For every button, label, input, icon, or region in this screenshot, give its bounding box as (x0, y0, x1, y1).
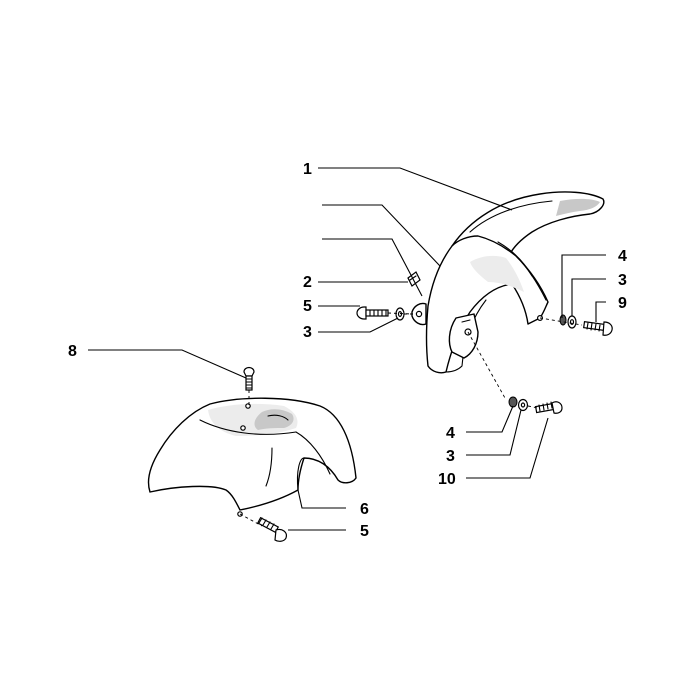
callout-3-upper-left: 3 (303, 324, 312, 341)
callout-5-upper: 5 (303, 298, 312, 315)
callout-5-lower: 5 (360, 523, 369, 540)
callout-6: 6 (360, 501, 369, 518)
screw-part-5-upper (356, 306, 389, 320)
front-mudguard-part (407, 191, 605, 374)
screw-part-8 (243, 366, 255, 391)
inner-mudguard-part-6 (147, 397, 357, 517)
callout-3-lower: 3 (446, 448, 455, 465)
screw-part-9 (583, 320, 613, 336)
clip-nut-part-2 (407, 271, 421, 287)
callout-8: 8 (68, 343, 77, 360)
mudguard-hole-top (245, 403, 251, 409)
callout-3-upper-right: 3 (618, 272, 627, 289)
washer-part-4-upper-right (559, 314, 567, 326)
washer-part-3-lower (517, 398, 529, 412)
callout-4-lower: 4 (446, 425, 455, 442)
callout-4-upper-right: 4 (618, 248, 627, 265)
callout-1: 1 (303, 161, 312, 178)
screw-part-10 (534, 401, 563, 414)
callout-9: 9 (618, 295, 627, 312)
screw-part-5-lower (256, 516, 287, 542)
washer-part-4-lower (508, 396, 518, 408)
mudguard-hole-mid (240, 425, 246, 431)
callout-10: 10 (438, 471, 456, 488)
callout-2: 2 (303, 274, 312, 291)
washer-part-3-upper-right (567, 315, 577, 329)
lug-hole-left (415, 310, 423, 318)
